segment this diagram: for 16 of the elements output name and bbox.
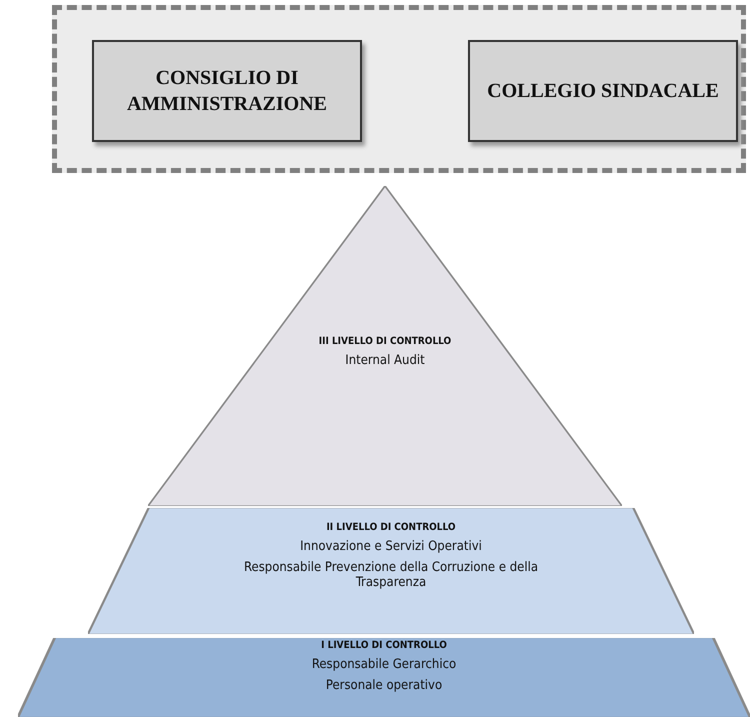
pyramid-top — [148, 186, 622, 506]
board-box — [468, 40, 738, 142]
role-text: Personale operativo — [326, 678, 442, 693]
dashed-frame — [52, 5, 746, 173]
level-heading: I LIVELLO DI CONTROLLO — [321, 640, 447, 651]
pyramid-tier — [18, 638, 750, 717]
level-heading: II LIVELLO DI CONTROLLO — [326, 522, 456, 533]
role-text: Responsabile Gerarchico — [312, 657, 456, 672]
board-name: COLLEGIO SINDACALE — [486, 79, 720, 104]
role-text: Innovazione e Servizi Operativi — [300, 539, 482, 554]
level-heading: III LIVELLO DI CONTROLLO — [318, 336, 452, 347]
role-text: Responsabile Prevenzione della Corruzione e della Trasparenza — [242, 560, 540, 590]
role-text: Internal Audit — [345, 353, 425, 368]
pyramid-tier — [88, 508, 694, 634]
board-name: CONSIGLIO DI AMMINISTRAZIONE — [126, 66, 328, 117]
board-box — [92, 40, 362, 142]
